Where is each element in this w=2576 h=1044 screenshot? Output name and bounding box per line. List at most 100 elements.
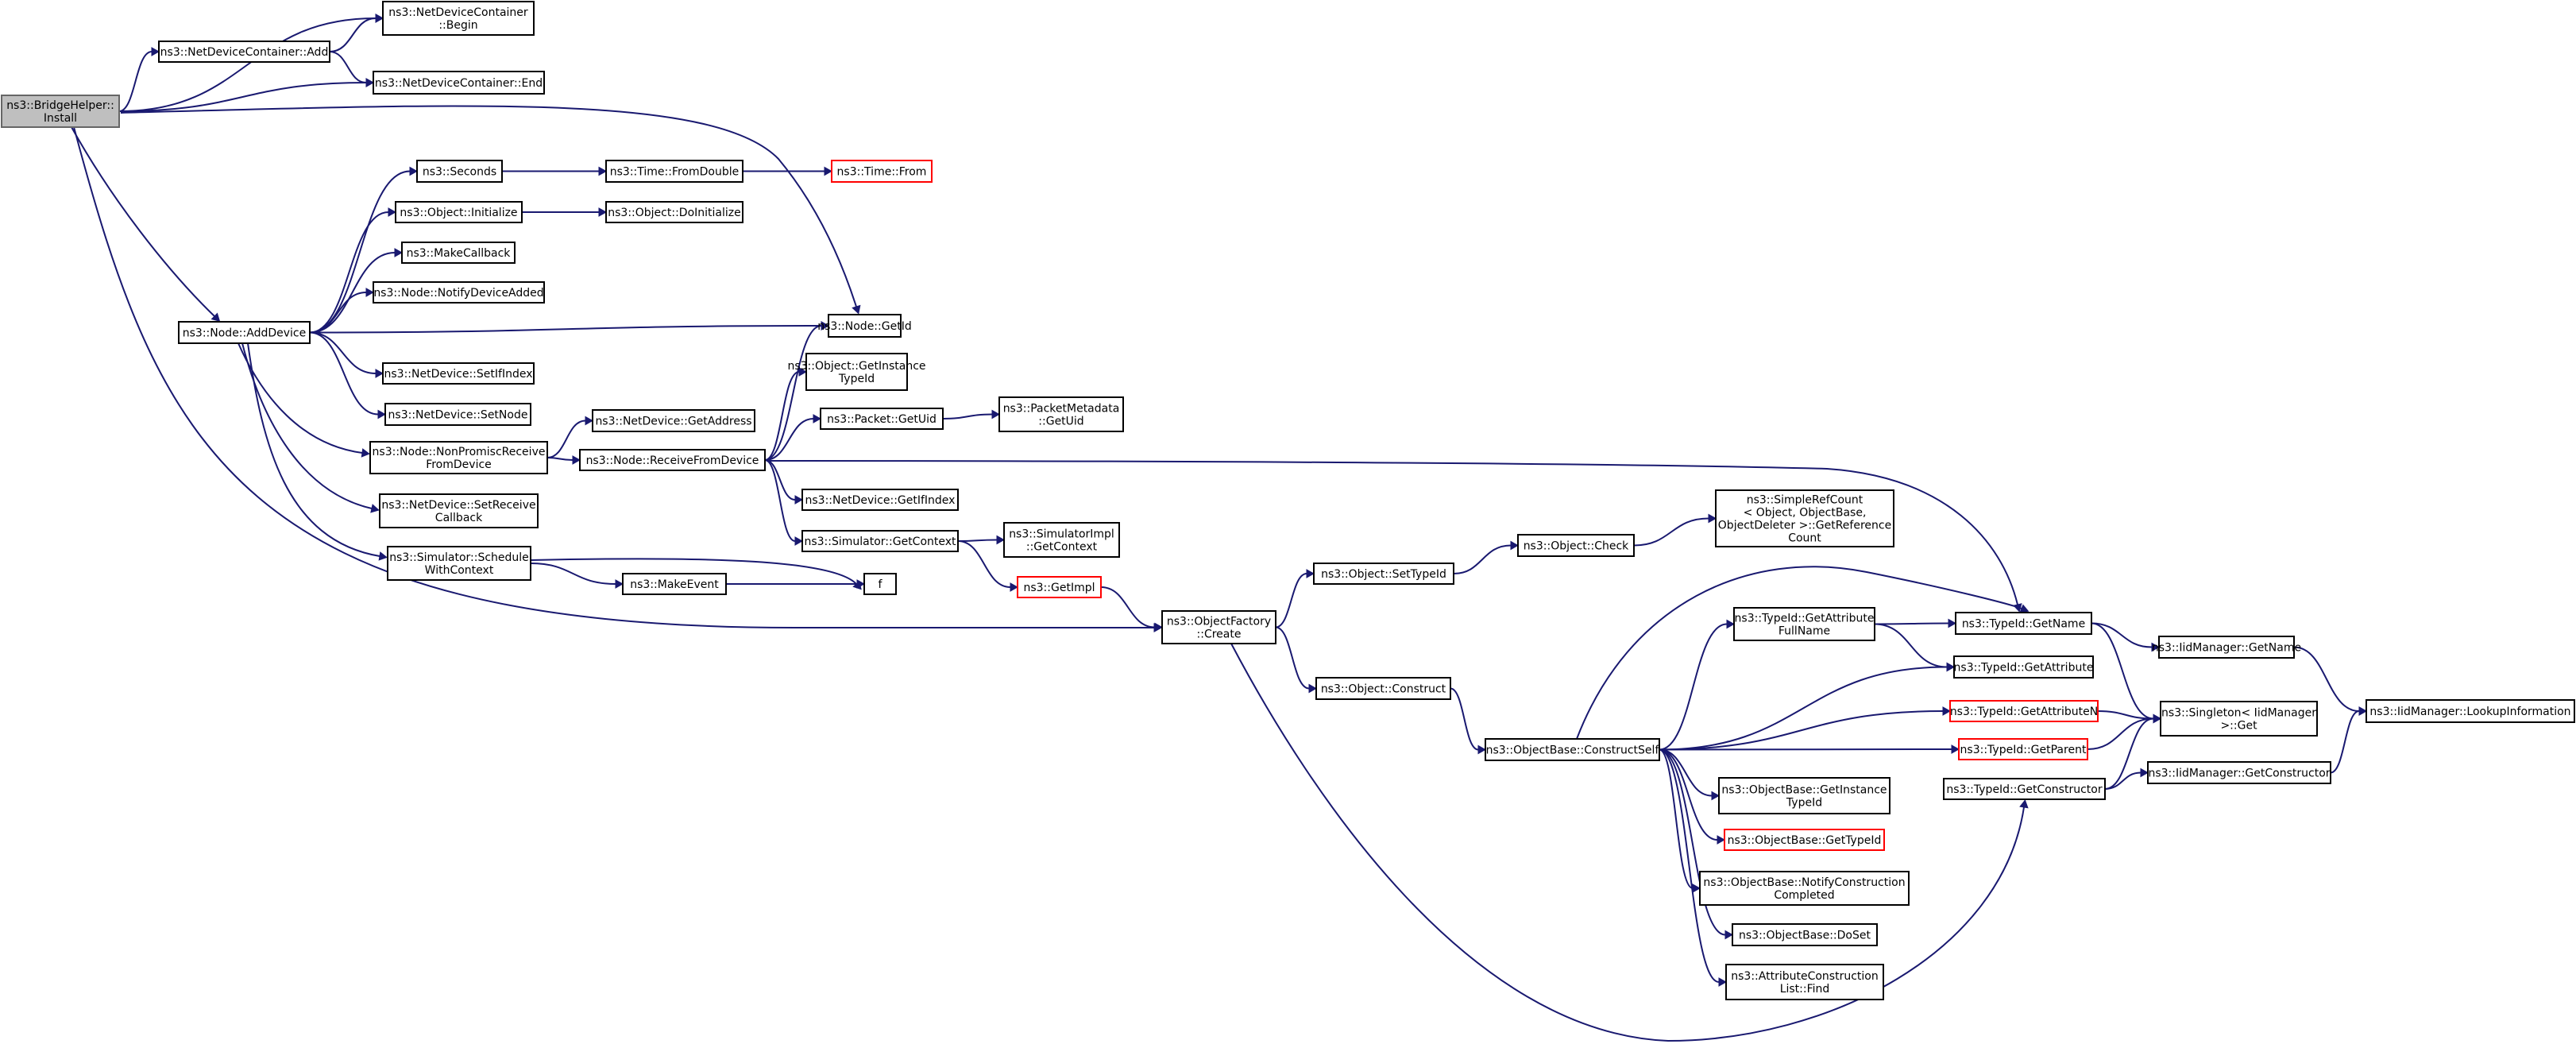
node-box	[1, 95, 120, 128]
node-iidmanager-getname[interactable]: ns3::IidManager::GetName	[2152, 636, 2301, 659]
call-edge	[743, 166, 833, 176]
node-label: ns3::MakeEvent	[630, 578, 719, 591]
node-seconds[interactable]: ns3::Seconds	[416, 160, 503, 183]
node-label: TypeId	[838, 373, 875, 385]
arrowhead-icon	[1718, 977, 1728, 987]
call-edge	[2104, 768, 2149, 790]
node-packetmetadata-getuid[interactable]: ns3::PacketMetadata::GetUid	[998, 396, 1124, 432]
node-time-from[interactable]: ns3::Time::From	[831, 160, 933, 183]
node-node-adddevice[interactable]: ns3::Node::AddDevice	[178, 321, 311, 344]
call-edge	[1100, 586, 1164, 632]
node-node-receivefromdevice[interactable]: ns3::Node::ReceiveFromDevice	[579, 449, 766, 471]
node-packet-getuid[interactable]: ns3::Packet::GetUid	[820, 408, 944, 430]
call-edge	[120, 105, 861, 315]
call-edge	[764, 459, 804, 505]
edge-line	[2104, 717, 2154, 790]
node-label: Completed	[1774, 889, 1834, 902]
node-netdevice-setnode[interactable]: ns3::NetDevice::SetNode	[384, 403, 531, 426]
node-objectbase-gettypeid[interactable]: ns3::ObjectBase::GetTypeId	[1724, 829, 1885, 851]
node-object-check[interactable]: ns3::Object::Check	[1517, 534, 1635, 557]
node-objectbase-constructself[interactable]: ns3::ObjectBase::ConstructSelf	[1485, 738, 1660, 761]
edge-line	[2330, 710, 2360, 774]
edge-line	[329, 17, 377, 52]
node-box	[831, 160, 933, 183]
call-edge	[1230, 643, 2029, 1042]
node-box	[387, 546, 531, 581]
node-box	[401, 242, 516, 264]
node-object-settypeid[interactable]: ns3::Object::SetTypeId	[1313, 563, 1454, 585]
node-objectbase-notifyconstructioncompleted[interactable]: ns3::ObjectBase::NotifyConstructionCompl…	[1699, 871, 1910, 906]
node-iidmanager-lookupinformation[interactable]: ns3::IidManager::LookupInformation	[2366, 699, 2575, 723]
arrowhead-icon	[1308, 683, 1318, 694]
node-typeid-getparent[interactable]: ns3::TypeId::GetParent	[1958, 738, 2088, 760]
node-label: ns3::BridgeHelper::	[6, 99, 114, 112]
node-makecallback[interactable]: ns3::MakeCallback	[401, 242, 516, 264]
node-label: ns3::Object::Check	[1524, 540, 1629, 553]
arrowhead-icon	[377, 409, 387, 420]
node-objectbase-doset[interactable]: ns3::ObjectBase::DoSet	[1732, 923, 1878, 946]
node-netdevice-setifindex[interactable]: ns3::NetDevice::SetIfIndex	[382, 362, 535, 385]
node-typeid-getattribute[interactable]: ns3::TypeId::GetAttribute	[1953, 655, 2094, 679]
node-singleton-get[interactable]: ns3::Singleton< IidManager>::Get	[2160, 701, 2318, 737]
node-makeevent[interactable]: ns3::MakeEvent	[622, 573, 727, 595]
node-simulator-getcontext[interactable]: ns3::Simulator::GetContext	[801, 530, 959, 552]
arrowhead-icon	[1306, 569, 1315, 578]
call-edge	[521, 207, 608, 217]
edge-line	[1659, 666, 1948, 751]
edge-line	[764, 459, 796, 542]
call-edge	[1275, 626, 1318, 694]
edge-line	[329, 51, 367, 83]
edge-line	[530, 563, 616, 585]
node-label: ns3::ObjectBase::GetInstance	[1721, 784, 1887, 797]
node-label: ns3::TypeId::GetAttribute	[1954, 662, 2094, 675]
node-label: List::Find	[1780, 983, 1830, 996]
node-object-construct[interactable]: ns3::Object::Construct	[1315, 677, 1451, 700]
node-node-notifydeviceadded[interactable]: ns3::Node::NotifyDeviceAdded	[373, 281, 545, 304]
node-ndc-begin[interactable]: ns3::NetDeviceContainer::Begin	[382, 1, 535, 36]
node-box	[1313, 563, 1454, 585]
arrowhead-icon	[361, 448, 370, 458]
node-typeid-getname[interactable]: ns3::TypeId::GetName	[1955, 612, 2092, 635]
node-box	[828, 314, 902, 338]
node-label: ::GetContext	[1026, 541, 1098, 554]
node-label: ns3::NetDevice::GetIfIndex	[805, 494, 956, 507]
node-netdevice-getifindex[interactable]: ns3::NetDevice::GetIfIndex	[801, 489, 959, 511]
node-object-doinitialize[interactable]: ns3::Object::DoInitialize	[605, 201, 743, 223]
edge-line	[1275, 626, 1310, 690]
arrowhead-icon	[1477, 744, 1487, 755]
node-box	[2147, 761, 2331, 784]
node-objectfactory-create[interactable]: ns3::ObjectFactory::Create	[1161, 610, 1276, 644]
node-label: ns3::NetDevice::GetAddress	[595, 416, 751, 428]
arrowhead-icon	[852, 304, 861, 315]
node-typeid-getconstructor[interactable]: ns3::TypeId::GetConstructor	[1943, 778, 2106, 800]
node-time-fromdouble[interactable]: ns3::Time::FromDouble	[605, 160, 743, 183]
node-box	[622, 573, 727, 595]
arrowhead-icon	[1154, 622, 1164, 632]
node-iidmanager-getconstructor[interactable]: ns3::IidManager::GetConstructor	[2147, 761, 2331, 784]
node-simplerefcount[interactable]: ns3::SimpleRefCount< Object, ObjectBase,…	[1715, 489, 1894, 547]
call-nodes: ns3::BridgeHelper::Installns3::NetDevice…	[1, 1, 2575, 1000]
node-typeid-getattributen[interactable]: ns3::TypeId::GetAttributeN	[1949, 700, 2099, 722]
node-node-getid[interactable]: ns3::Node::GetId	[817, 314, 912, 338]
node-ndc-add[interactable]: ns3::NetDeviceContainer::Add	[158, 41, 330, 63]
node-f[interactable]: f	[863, 573, 897, 595]
node-label: ::GetUid	[1038, 416, 1083, 428]
node-getimpl[interactable]: ns3::GetImpl	[1017, 576, 1102, 598]
edge-line	[309, 325, 822, 334]
node-object-initialize[interactable]: ns3::Object::Initialize	[395, 201, 523, 223]
node-simulatorimpl-getcontext[interactable]: ns3::SimulatorImpl::GetContext	[1003, 522, 1120, 558]
node-bridge-install[interactable]: ns3::BridgeHelper::Install	[1, 95, 120, 128]
call-edge	[764, 367, 808, 461]
node-ndc-end[interactable]: ns3::NetDeviceContainer::End	[373, 71, 545, 95]
node-netdevice-getaddress[interactable]: ns3::NetDevice::GetAddress	[592, 409, 755, 432]
node-box	[395, 201, 523, 223]
arrowhead-icon	[370, 504, 380, 513]
call-edge	[726, 579, 866, 589]
